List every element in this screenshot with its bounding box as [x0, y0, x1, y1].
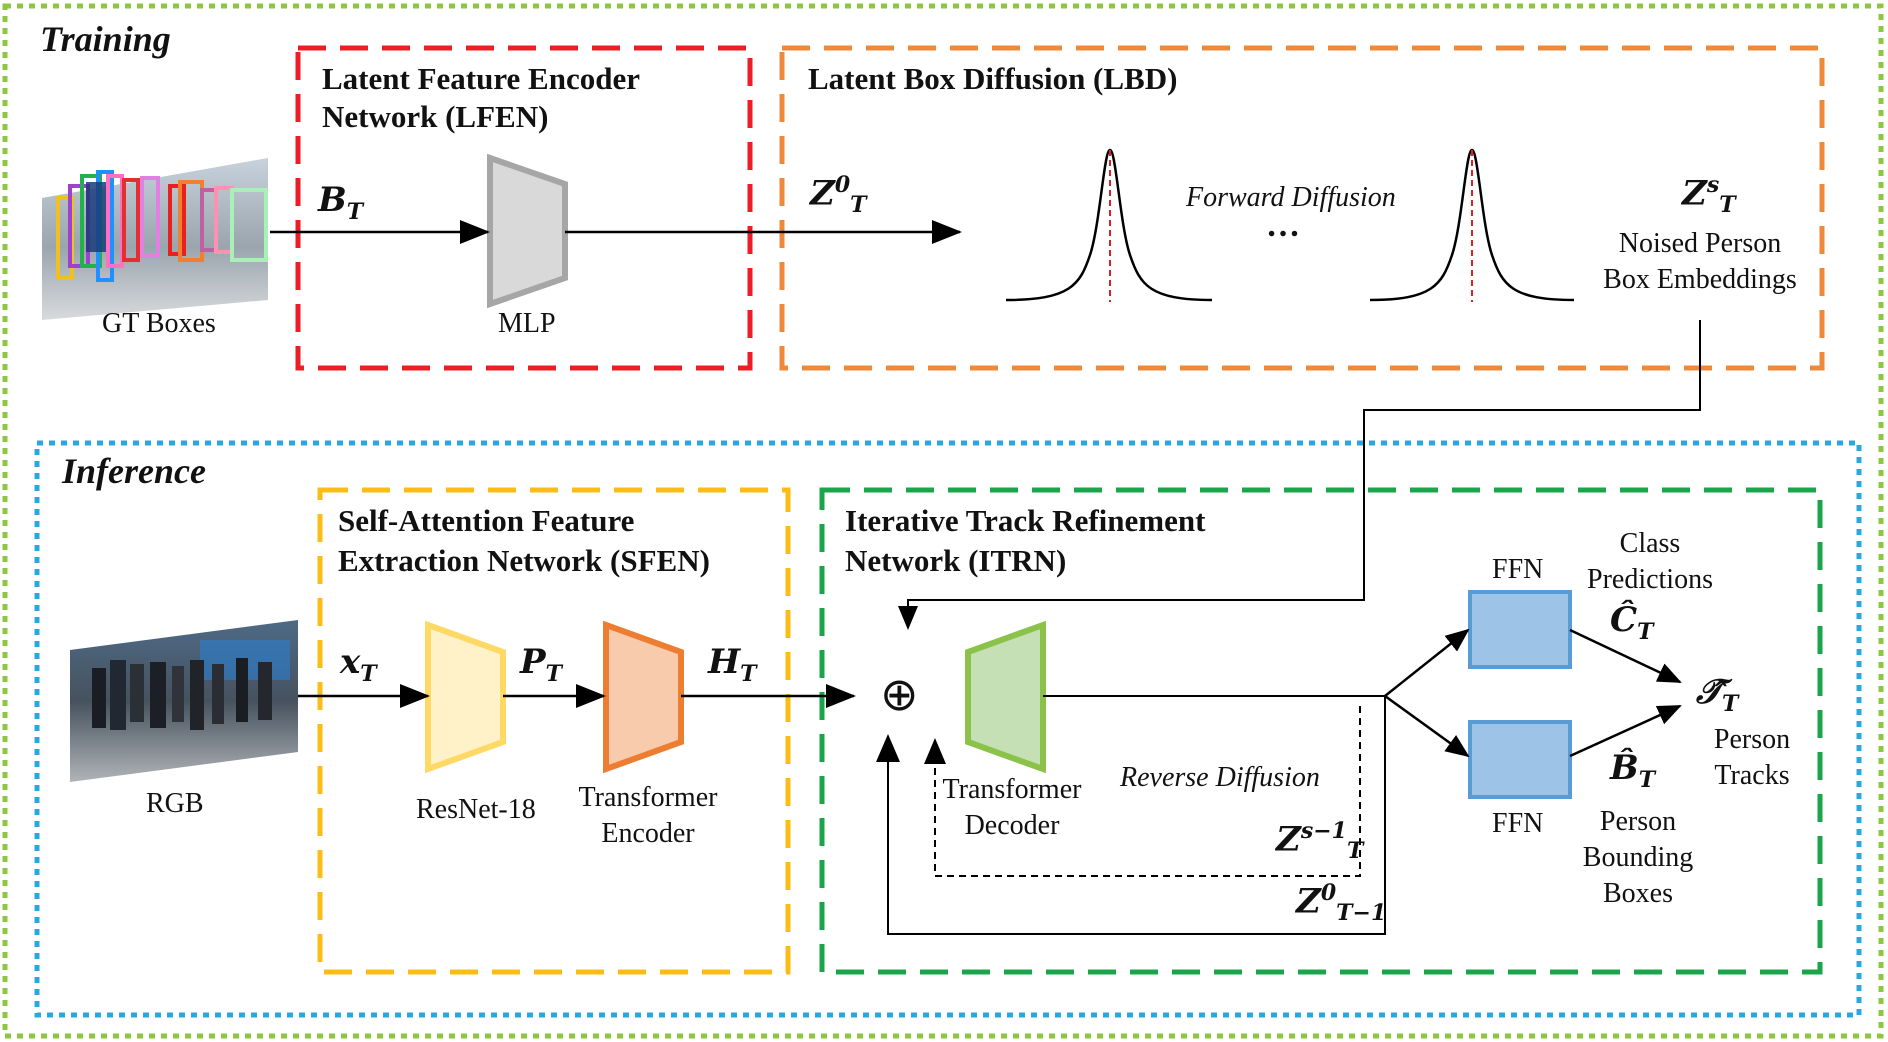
- lfen-frame: [295, 45, 753, 371]
- lfen-title-line1: Latent Feature Encoder: [322, 61, 640, 96]
- math-b-t: BT: [318, 180, 364, 225]
- transformer-encoder-label-line1: Transformer: [578, 782, 718, 813]
- ffn-bottom-block: [1468, 720, 1572, 799]
- math-track-hat-t: 𝒯̂T: [1696, 672, 1739, 717]
- mlp-label: MLP: [498, 308, 556, 339]
- transformer-decoder-block: [965, 620, 1046, 774]
- person-tracks-line2: Tracks: [1714, 760, 1790, 791]
- arrow-to-ffn-top: [1384, 628, 1470, 697]
- rgb-label: RGB: [146, 788, 204, 819]
- itrn-title-line2: Network (ITRN): [845, 543, 1067, 578]
- training-frame: [2, 3, 1884, 1039]
- math-p-t: PT: [520, 642, 562, 687]
- rgb-image: [70, 620, 298, 782]
- feedback-loop-arrowhead: [876, 734, 900, 762]
- inference-section-title: Inference: [62, 451, 206, 491]
- math-x-t: xT: [340, 642, 377, 687]
- arrow-ffn-top-to-tracks: [1569, 628, 1682, 684]
- bounding-boxes-line1: Person: [1599, 806, 1677, 837]
- sum-operator: ⊕: [880, 667, 919, 721]
- math-z-t-minus-1-0: Z0T−1: [1296, 880, 1387, 927]
- math-b-hat-t: B̂T: [1610, 748, 1656, 793]
- sfen-frame: [317, 487, 791, 975]
- ffn-bottom-label: FFN: [1492, 808, 1544, 839]
- lfen-title-line2: Network (LFEN): [322, 99, 549, 134]
- training-section-title: Training: [40, 19, 171, 59]
- math-c-hat-t: ĈT: [1610, 600, 1654, 645]
- math-z-t-0: Z0T: [810, 172, 867, 219]
- arrow-ffn-bottom-to-tracks: [1569, 704, 1682, 758]
- lbd-frame: [779, 45, 1825, 371]
- noised-label-line2: Box Embeddings: [1603, 264, 1797, 295]
- noised-label-line1: Noised Person: [1618, 228, 1782, 259]
- class-predictions-line2: Predictions: [1587, 564, 1713, 595]
- dashed-loop-arrowhead: [924, 738, 946, 764]
- math-z-t-s-minus-1: Zs−1T: [1276, 818, 1364, 865]
- mlp-block: [487, 153, 568, 309]
- math-h-t: HT: [708, 642, 757, 687]
- ellipsis-label: …: [1266, 207, 1300, 244]
- class-predictions-line1: Class: [1619, 528, 1681, 559]
- itrn-title-line1: Iterative Track Refinement: [845, 503, 1206, 538]
- transformer-encoder-label-line2: Encoder: [601, 818, 695, 849]
- ffn-top-label: FFN: [1492, 554, 1544, 585]
- dashed-reverse-loop: [934, 706, 1361, 877]
- line-noised-to-itrn: [898, 320, 1701, 630]
- inference-frame: [34, 440, 1862, 1018]
- transformer-decoder-label-line2: Decoder: [964, 810, 1060, 841]
- lbd-title: Latent Box Diffusion (LBD): [808, 61, 1178, 96]
- gt-boxes-image: [42, 158, 268, 320]
- sfen-title-line2: Extraction Network (SFEN): [338, 543, 710, 578]
- transformer-encoder-block: [603, 620, 684, 774]
- itrn-frame: [819, 487, 1823, 975]
- line-feedback-loop: [887, 696, 1386, 935]
- arrow-to-ffn-bottom: [1384, 694, 1470, 758]
- ffn-top-block: [1468, 590, 1572, 669]
- person-tracks-line1: Person: [1713, 724, 1791, 755]
- resnet-label: ResNet-18: [416, 794, 536, 825]
- resnet-18-block: [425, 620, 506, 774]
- bounding-boxes-line2: Bounding: [1582, 842, 1694, 873]
- forward-diffusion-label: Forward Diffusion: [1186, 182, 1396, 213]
- transformer-decoder-label-line1: Transformer: [942, 774, 1082, 805]
- gt-boxes-label: GT Boxes: [102, 308, 216, 339]
- math-z-t-s: ZsT: [1682, 172, 1736, 219]
- sfen-title-line1: Self-Attention Feature: [338, 503, 635, 538]
- bounding-boxes-line3: Boxes: [1603, 878, 1673, 909]
- reverse-diffusion-label: Reverse Diffusion: [1120, 762, 1320, 793]
